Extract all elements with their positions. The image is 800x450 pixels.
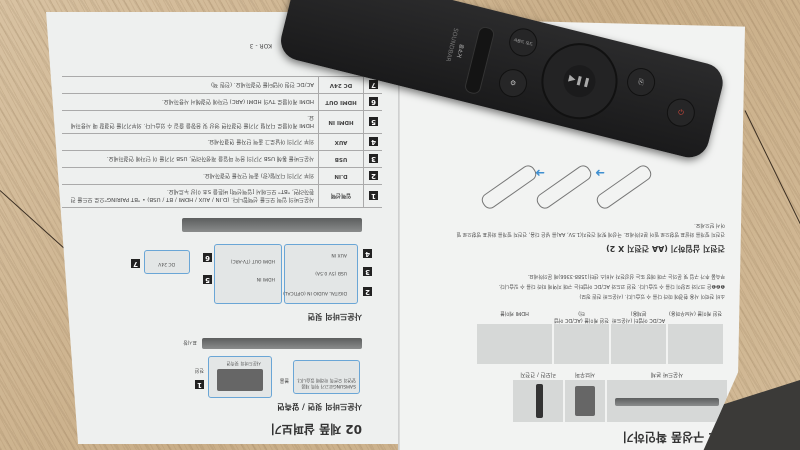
volume-rocker bbox=[463, 25, 496, 96]
component-power-cable-adapter: 전원 케이블 (AC/DC 어댑터) bbox=[554, 310, 609, 364]
manual-left-page: 02 제품 살펴보기 사운드바의 윗면 / 앞측면 SAMSUNG로고가 위쪽 … bbox=[46, 12, 402, 444]
component-adapter: AC/DC 어댑터 (사운드바 본체용) bbox=[611, 310, 666, 364]
battery-text: 건전지 덮개를 화살표 방향으로 밀어 분리하세요. 극성에 맞게 건전지(1.… bbox=[456, 222, 725, 237]
input-icon: ⎘ bbox=[637, 77, 645, 87]
cables-grid: 전원 케이블 (서브우퍼용) AC/DC 어댑터 (사운드바 본체용) 전원 케… bbox=[477, 310, 723, 364]
battery-illustration: ➜ ➜ bbox=[479, 150, 655, 212]
note: ❶❷❸은 크기와 모양이 다를 수 있습니다. 전원 코드와 AC/DC 어댑터… bbox=[498, 283, 725, 289]
battery-title: 건전지 삽입하기 (AA 건전지 X 2) bbox=[606, 244, 725, 253]
table-seam bbox=[744, 110, 800, 246]
power-icon: ⏻ bbox=[677, 107, 685, 117]
component-soundbar: 사운드바 본체 bbox=[607, 371, 727, 422]
rear-panel-diagram-left: DIGITAL AUDIO IN (OPTICAL) USB (5V 0.5A)… bbox=[283, 244, 358, 304]
input-button: ⎘ bbox=[624, 65, 659, 100]
section-title: 02 제품 살펴보기 bbox=[270, 422, 362, 436]
component-subwoofer: 서브우퍼 bbox=[565, 371, 605, 422]
components-grid: 사운드바 본체 서브우퍼 리모컨 / 건전지 bbox=[513, 371, 727, 422]
rear-panel-title: 사운드바의 뒷면 bbox=[307, 312, 362, 321]
settings-button: ⚙ bbox=[496, 66, 530, 101]
component-remote: 리모컨 / 건전지 bbox=[513, 371, 563, 422]
component-hdmi-cable: HDMI 케이블 bbox=[477, 310, 552, 364]
gear-icon: ⚙ bbox=[509, 78, 518, 88]
sound-mode-button: 사운드 모드 bbox=[506, 25, 541, 60]
rear-panel-diagram-middle: HDMI IN HDMI OUT (TV-ARC) bbox=[214, 244, 282, 304]
arrow-icon: ➜ bbox=[594, 166, 605, 180]
component-power-cable-sub: 전원 케이블 (서브우퍼용) bbox=[668, 310, 723, 364]
top-panel-title: 사운드바의 윗면 / 앞측면 bbox=[277, 402, 362, 411]
power-button: ⏻ bbox=[663, 95, 698, 130]
soundbar-rear-image bbox=[182, 218, 362, 232]
note: 소비 전력이 사용 환경에 따라 다를 수 있습니다. (사운드바 전원 정보) bbox=[579, 293, 725, 299]
soundbar-top-image bbox=[202, 338, 362, 349]
top-panel-diagram: SAMSUNG로고가 위쪽 제품 앞면의 오른쪽 아래에 있습니다. bbox=[293, 360, 360, 394]
play-pause-icon: ▶❚❚ bbox=[567, 73, 592, 89]
top-buttons-diagram: 사운드바의 윗측면 bbox=[208, 356, 272, 398]
rear-panel-diagram-right: DC 24V bbox=[144, 250, 190, 274]
dpad-ring: ▶❚❚ bbox=[533, 35, 626, 128]
note: 부속품 추가 구입 및 문의는 구매 매장 또는 삼성전자 서비스 센터(158… bbox=[527, 273, 725, 279]
page-number: KOR - 3 bbox=[249, 42, 272, 49]
arrow-icon: ➜ bbox=[534, 166, 545, 180]
play-pause-button: ▶❚❚ bbox=[560, 61, 599, 101]
